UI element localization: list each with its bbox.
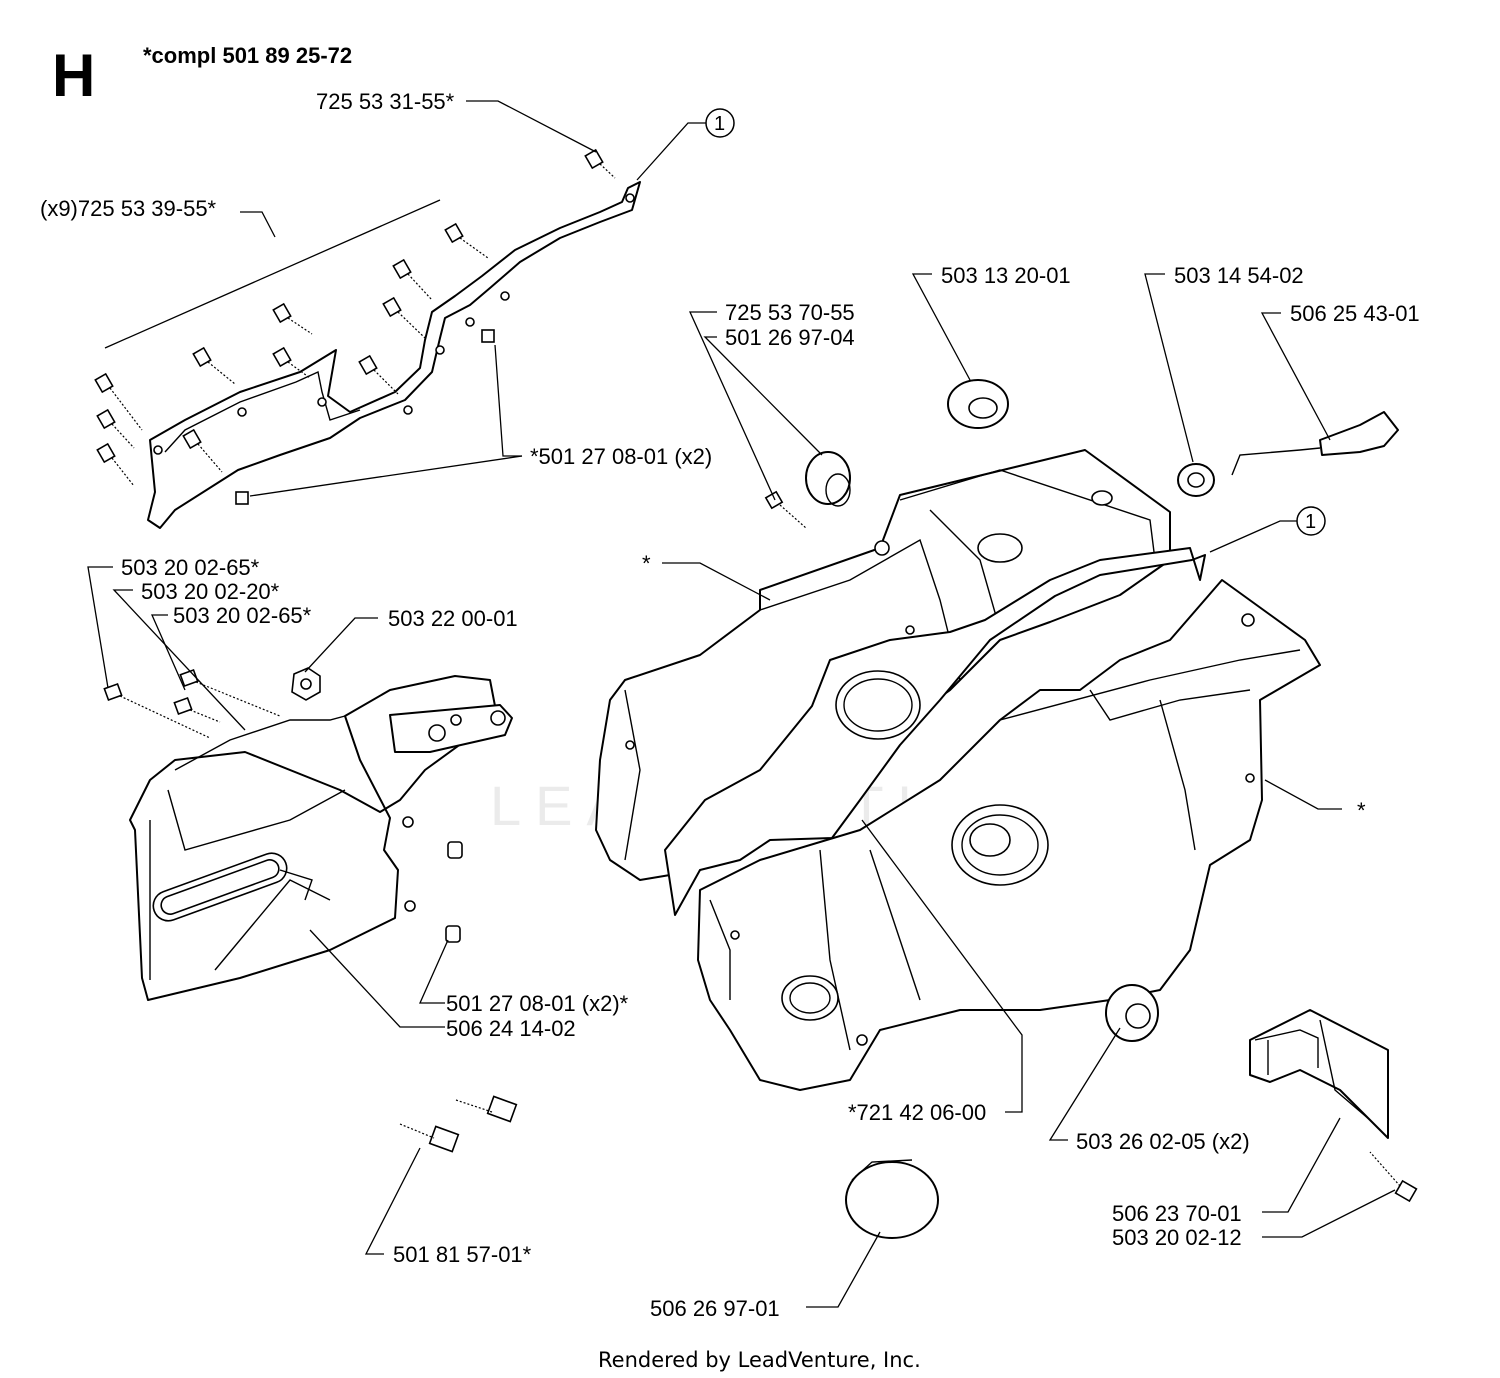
leader-p03a <box>494 344 522 457</box>
part-label-503-13-20-01[interactable]: 503 13 20-01 <box>941 263 1071 288</box>
leader-p05 <box>703 336 823 456</box>
leader-p09 <box>662 562 771 601</box>
leader-callout-1a <box>636 122 706 181</box>
assembly-number: *compl 501 89 25-72 <box>143 43 352 68</box>
leader-p18 <box>1048 1027 1121 1141</box>
bracket-illustration <box>1249 1009 1418 1203</box>
leader-p14 <box>1264 779 1342 810</box>
part-label-503-20-02-12[interactable]: 503 20 02-12 <box>1112 1225 1242 1250</box>
part-label-503-20-02-20[interactable]: 503 20 02-20* <box>141 579 280 604</box>
leader-p04 <box>688 311 776 501</box>
part-label-503-20-02-65-b[interactable]: 503 20 02-65* <box>173 603 312 628</box>
part-label-506-25-43-01[interactable]: 506 25 43-01 <box>1290 301 1420 326</box>
leader-p02 <box>240 211 276 238</box>
leader-callout-1b <box>1209 520 1297 553</box>
part-label-503-26-02-05[interactable]: 503 26 02-05 (x2) <box>1076 1129 1250 1154</box>
leader-p20 <box>1262 1189 1396 1238</box>
gasket-illustration <box>147 181 641 529</box>
callout-1-right: 1 <box>1296 506 1326 536</box>
leader-p21 <box>364 1147 421 1255</box>
cap-illustration <box>845 1159 939 1239</box>
crankcase-illustration <box>595 379 1399 1091</box>
part-label-503-22-00-01[interactable]: 503 22 00-01 <box>388 606 518 631</box>
part-label-asterisk-b[interactable]: * <box>1357 798 1366 823</box>
svg-text:1: 1 <box>1305 511 1316 533</box>
leader-p19 <box>1262 1117 1341 1213</box>
footer-credit: Rendered by LeadVenture, Inc. <box>598 1348 921 1372</box>
callout-1-top: 1 <box>705 108 735 138</box>
part-label-503-20-02-65-a[interactable]: 503 20 02-65* <box>121 555 260 580</box>
leader-p08 <box>1260 312 1331 441</box>
clutch-cover-illustration <box>103 667 513 1001</box>
leader-p22 <box>806 1231 881 1308</box>
part-label-725-53-31-55[interactable]: 725 53 31-55* <box>316 89 455 114</box>
part-label-503-14-54-02[interactable]: 503 14 54-02 <box>1174 263 1304 288</box>
leader-p10 <box>87 566 113 689</box>
leader-p12 <box>151 614 186 691</box>
part-label-501-27-08-01-b[interactable]: 501 27 08-01 (x2)* <box>446 991 629 1016</box>
part-label-725-53-70-55[interactable]: 725 53 70-55 <box>725 300 855 325</box>
leader-p17 <box>861 819 1023 1113</box>
leader-p16 <box>309 929 445 1028</box>
leader-p01 <box>466 100 597 153</box>
leader-p06 <box>911 273 971 381</box>
leader-p07 <box>1144 273 1194 463</box>
part-label-725-53-39-55[interactable]: (x9)725 53 39-55* <box>40 196 217 221</box>
part-label-506-26-97-01[interactable]: 506 26 97-01 <box>650 1296 780 1321</box>
svg-text:1: 1 <box>714 113 725 135</box>
section-letter: H <box>52 42 95 109</box>
leader-p15 <box>418 939 449 1004</box>
part-label-501-81-57-01[interactable]: 501 81 57-01* <box>393 1242 532 1267</box>
part-label-506-23-70-01[interactable]: 506 23 70-01 <box>1112 1201 1242 1226</box>
leader-p11 <box>112 589 246 731</box>
part-label-asterisk-a[interactable]: * <box>642 551 651 576</box>
gasket-screws <box>94 148 616 505</box>
leader-p13 <box>304 617 378 673</box>
leader-p03b <box>249 455 523 497</box>
part-label-721-42-06-00[interactable]: *721 42 06-00 <box>848 1100 986 1125</box>
part-label-501-27-08-01-a[interactable]: *501 27 08-01 (x2) <box>530 444 712 469</box>
bracket-p02 <box>104 199 441 349</box>
part-label-506-24-14-02[interactable]: 506 24 14-02 <box>446 1016 576 1041</box>
part-label-501-26-97-04[interactable]: 501 26 97-04 <box>725 325 855 350</box>
bar-bolts-illustration <box>399 1095 518 1153</box>
